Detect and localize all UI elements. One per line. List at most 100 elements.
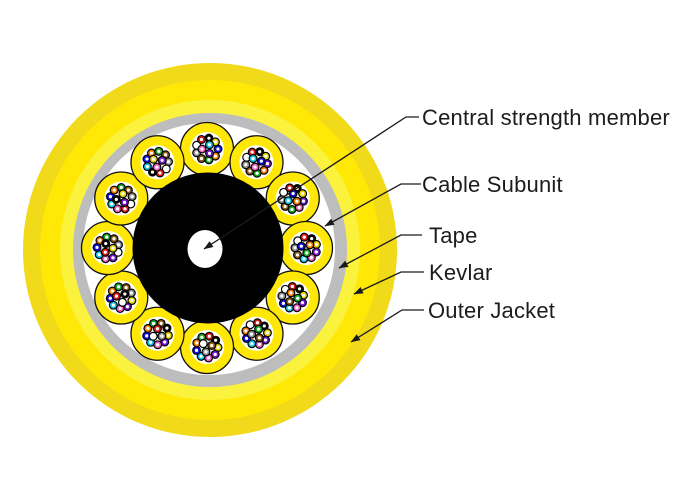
label-outer-jacket: Outer Jacket (428, 298, 555, 323)
fiber-red (197, 134, 206, 144)
leader-cable-subunit (324, 183, 421, 227)
fiber-core (282, 190, 286, 194)
fiber-core (301, 293, 306, 297)
fiber-slate (241, 160, 251, 170)
fiber-core (200, 147, 204, 151)
fiber-core (115, 207, 120, 211)
fiber-core (199, 137, 204, 142)
fiber-core (216, 345, 220, 349)
fiber-core (199, 354, 203, 358)
fiber-core (151, 157, 156, 161)
fiber-core (245, 155, 249, 159)
fiber-violet (205, 148, 214, 158)
fiber-blue (142, 331, 152, 341)
fiber-core (145, 164, 149, 169)
cable-subunit (94, 171, 149, 226)
fiber-core (155, 165, 159, 169)
fiber-black (111, 194, 121, 204)
fiber-core (314, 250, 318, 254)
fiber-aqua (283, 196, 293, 206)
cable-subunit (179, 319, 235, 375)
fiber-green (293, 293, 303, 303)
leader-central-strength-member (203, 116, 419, 250)
fiber-core (105, 235, 109, 239)
fiber-core (110, 202, 114, 206)
fiber-core (248, 169, 252, 173)
fiber-core (207, 151, 212, 155)
fiber-core (195, 341, 199, 345)
fiber-core (95, 245, 99, 250)
label-central-strength-member: Central strength member (422, 105, 670, 130)
fiber-core (166, 333, 170, 338)
fiber-yellow (298, 189, 308, 199)
fiber-brown (254, 333, 264, 343)
fiber-core (250, 342, 254, 346)
fiber-core (145, 334, 149, 338)
leader-lines (203, 116, 424, 343)
fiber-core (103, 257, 108, 261)
fiber-core (129, 291, 133, 295)
fiber-core (262, 324, 266, 328)
fiber-red (152, 324, 162, 334)
fiber-core (163, 340, 167, 344)
fiber-red (299, 232, 309, 242)
fiber-brown (292, 250, 302, 260)
fiber-rose (153, 340, 163, 350)
fiber-core (200, 335, 204, 339)
fiber-slate (201, 347, 211, 357)
fiber-blue (256, 156, 266, 166)
fiber-core (151, 334, 155, 338)
fiber-core (258, 150, 262, 154)
fiber-yellow (262, 328, 272, 338)
fiber-rose (292, 303, 302, 313)
fiber-core (280, 294, 284, 298)
fiber-core (130, 298, 134, 303)
fiber-core (210, 343, 214, 348)
fiber-core (244, 163, 248, 167)
leader-outer-jacket (350, 309, 424, 343)
fiber-white (117, 297, 127, 307)
cable-subunit (265, 270, 320, 325)
fiber-core (296, 296, 300, 300)
fiber-violet (210, 349, 220, 359)
fiber-green (204, 155, 214, 165)
fiber-core (257, 342, 261, 346)
fiber-rose (254, 339, 264, 349)
fiber-core (148, 340, 153, 344)
fiber-red (100, 247, 110, 257)
fiber-core (299, 244, 303, 248)
fiber-aqua (108, 300, 118, 310)
fiber-core (150, 170, 155, 174)
fiber-core (288, 299, 292, 304)
fiber-yellow (311, 239, 321, 249)
fiber-core (98, 238, 102, 243)
fiber-core (283, 204, 287, 209)
fiber-white (198, 339, 208, 349)
fiber-core (310, 236, 314, 241)
fiber-core (201, 342, 205, 346)
fiber-core (301, 192, 305, 196)
fiber-core (163, 153, 168, 157)
fiber-core (302, 235, 306, 239)
fiber-core (255, 171, 259, 175)
fiber-core (146, 326, 150, 331)
fiber-black (204, 133, 214, 143)
fiber-core (302, 257, 306, 261)
fiber-core (251, 157, 255, 161)
fiber-blue (288, 189, 298, 199)
fiber-violet (119, 197, 129, 207)
leader-kevlar (353, 271, 424, 295)
fiber-core (213, 352, 217, 356)
fiber-orange (286, 288, 296, 298)
fiber-core (289, 291, 293, 295)
fiber-core (308, 243, 312, 247)
fiber-blue (192, 345, 202, 355)
fiber-core (257, 336, 261, 340)
fiber-blue (92, 242, 102, 252)
fiber-core (111, 303, 115, 307)
fiber-core (207, 143, 212, 147)
fiber-core (297, 205, 301, 209)
fiber-core (103, 250, 107, 254)
fiber-core (297, 287, 302, 291)
fiber-green (254, 324, 264, 334)
